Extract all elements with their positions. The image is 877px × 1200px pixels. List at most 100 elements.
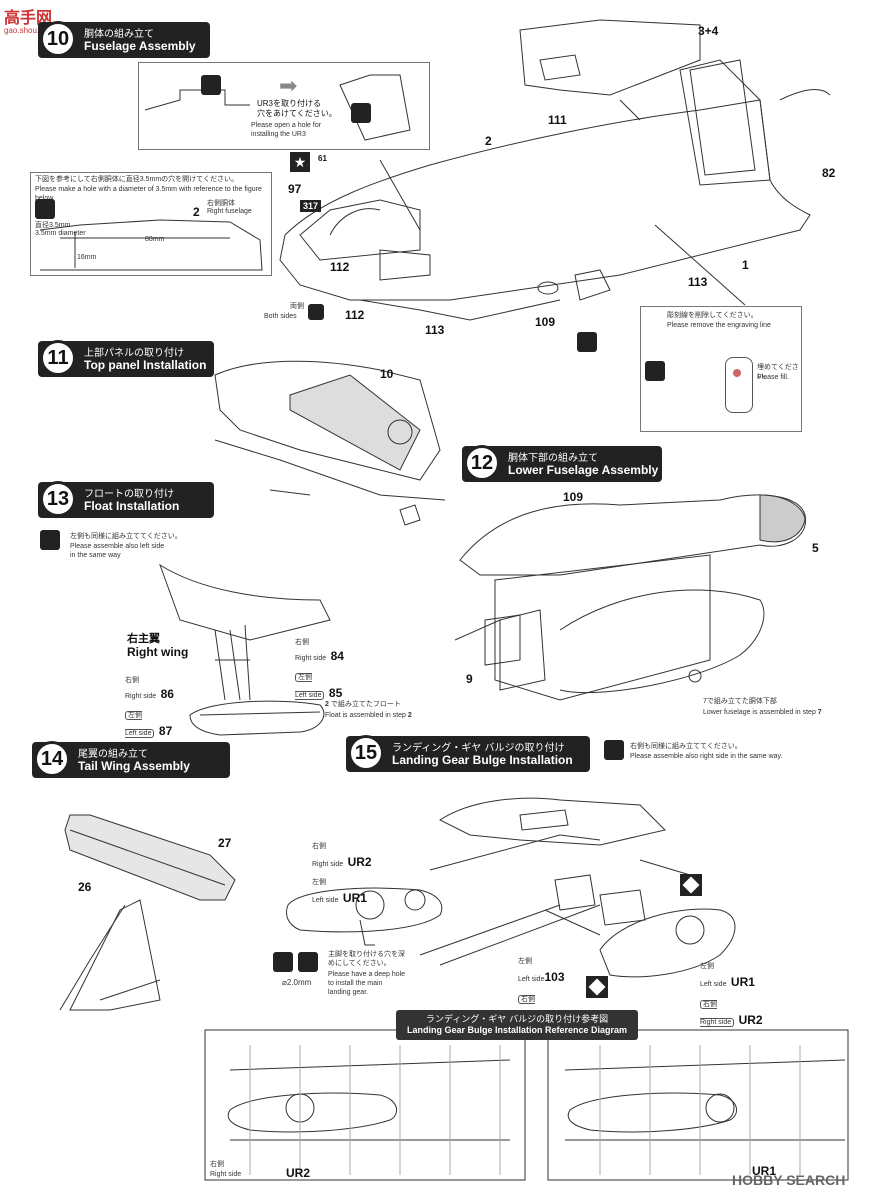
part-27: 27 [218, 836, 232, 850]
step-title-en: Tail Wing Assembly [78, 759, 190, 773]
watermark-url: gao.shou.com [4, 26, 55, 35]
both-sides-jp: 両側 [290, 303, 304, 310]
part-84: 84 [330, 649, 344, 663]
float-note-en-row: Float is assembled in step 2 [325, 711, 412, 720]
step-title-en: Fuselage Assembly [84, 39, 196, 53]
part-86: 86 [160, 687, 174, 701]
part-113: 113 [688, 275, 708, 289]
p103-row-en: Left side103 [518, 968, 577, 986]
float-note-en: Float is assembled in step [325, 712, 406, 719]
drill-size: ⌀2.0mm [282, 978, 312, 987]
step-number: 14 [34, 741, 70, 777]
left-side-jp: 左側 [298, 674, 312, 681]
part-26: 26 [78, 880, 92, 894]
ur3-note-jp: UR3を取り付ける 穴をあけてください。 [257, 99, 337, 118]
step12-note-en: Lower fuselage is assembled in step 7 [703, 708, 822, 717]
ur1-right-row: 左側 [700, 955, 763, 973]
right-side-jp-5: 右側 [703, 1001, 717, 1008]
left-side-jp-5: 左側 [700, 963, 714, 970]
ur3-note-en: Please open a hole for installing the UR… [251, 122, 322, 138]
step12-note-en-text: Lower fuselage is assembled in step [703, 709, 816, 716]
left-side-jp-3: 左側 [312, 879, 326, 886]
part-ur2-b: UR2 [738, 1013, 763, 1027]
ur3-hole-inset: ➡ UR3を取り付ける 穴をあけてください。 Please open a hol… [138, 62, 430, 150]
part-5: 5 [812, 541, 819, 555]
fill-hole-shape [725, 357, 753, 413]
step12-note-jp: 7で組み立てた胴体下部 [703, 698, 777, 705]
step-13-header: 13 フロートの取り付け Float Installation [38, 481, 214, 518]
step-title-en: Top panel Installation [84, 358, 207, 372]
part-97: 97 [288, 182, 302, 196]
engrave-en: Please remove the engraving line [667, 322, 771, 329]
step15-note-en: Please assemble also right side in the s… [630, 753, 783, 760]
step-number: 15 [348, 735, 384, 771]
dim-16mm: 16mm [77, 254, 97, 261]
part-ur2: UR2 [347, 855, 372, 869]
right-side-en-2: Right side [125, 693, 157, 700]
drill-icon-6 [298, 952, 318, 972]
hobbysearch-watermark: HOBBY SEARCH [732, 1172, 846, 1188]
deep-hole-en: Please have a deep hole to install the m… [328, 971, 406, 996]
right-side-jp-3: 右側 [312, 843, 326, 850]
left-side-en-5: Left side [700, 981, 727, 988]
hole-note-jp: 下図を参考にして右側胴体に直径3.5mmの穴を開けてください。 [35, 176, 238, 183]
right-side-en-5: Right side [700, 1019, 732, 1026]
drill-icon [201, 75, 221, 95]
dia-jp: 直径3.5mm [35, 222, 71, 229]
diamond-marker-1 [680, 874, 702, 896]
left-side-bracket: 左側 Left side 85 [295, 666, 344, 702]
dia-en: 3.5mm diameter [35, 230, 86, 237]
diamond-inner [682, 876, 700, 894]
part-2-left: 2 [193, 205, 200, 219]
part-317: 317 [300, 200, 322, 212]
step13-note-jp: 左側も同様に組み立ててください。 [70, 533, 182, 540]
p103-row: 左側 [518, 950, 577, 968]
ur2-row-en: Right side UR2 [312, 853, 372, 871]
part-2: 2 [485, 134, 492, 148]
ref-right-jp: 右側 [210, 1161, 224, 1168]
fill-jp: 埋めてください。 [757, 364, 799, 380]
drill-icon-2 [351, 103, 371, 123]
step-11-header: 11 上部パネルの取り付け Top panel Installation [38, 340, 214, 377]
ur1-row: 左側 [312, 871, 372, 889]
step-number: 11 [40, 340, 76, 376]
label-ur1-ur2-right: 左側 Left side UR1 右側 Right side UR2 [700, 955, 763, 1029]
right-side-label-5: 右側 Right side [700, 1000, 735, 1027]
part-85: 85 [328, 686, 343, 700]
ref-ur1: UR1 [752, 1164, 777, 1178]
right-side-en-3: Right side [312, 861, 344, 868]
fill-dot [733, 369, 741, 377]
fill-en: Please fill. [757, 374, 789, 381]
label-ur2-ur1-top: 右側 Right side UR2 左側 Left side UR1 [312, 835, 372, 907]
part-87: 87 [158, 724, 173, 738]
glue-icon [40, 530, 60, 550]
left-side-en-3: Left side [312, 897, 339, 904]
hole-note-en: Please make a hole with a diameter of 3.… [35, 186, 262, 202]
step-14-header: 14 尾翼の組み立て Tail Wing Assembly [32, 741, 230, 778]
part-61: 61 [318, 154, 327, 163]
drill-icon-3 [35, 199, 55, 219]
star-icon: ★ [290, 152, 310, 172]
right-fuselage-jp: 右側胴体 [207, 200, 235, 207]
step13-note-en: Please assemble also left side in the sa… [70, 543, 165, 559]
step-title-jp: 尾翼の組み立て [78, 749, 148, 760]
part-82: 82 [822, 166, 836, 180]
part-109-b: 109 [563, 490, 584, 504]
part-112: 112 [330, 260, 350, 274]
left-side-en: Left side [295, 692, 322, 699]
right-side-jp-2: 右側 [125, 677, 139, 684]
part-ur1-b: UR1 [730, 975, 755, 989]
step-number: 12 [464, 445, 500, 481]
float-note: 2 で組み立てたフロート Float is assembled in step … [325, 700, 412, 720]
reference-title-en: Landing Gear Bulge Installation Referenc… [406, 1025, 628, 1035]
reference-header: ランディング・ギヤ バルジの取り付け参考図 Landing Gear Bulge… [396, 1010, 638, 1040]
step-number: 10 [40, 21, 76, 57]
step-title-jp: フロートの取り付け [84, 489, 174, 500]
ur2-row: 右側 [312, 835, 372, 853]
right-fuselage-en: Right fuselage [207, 208, 252, 215]
